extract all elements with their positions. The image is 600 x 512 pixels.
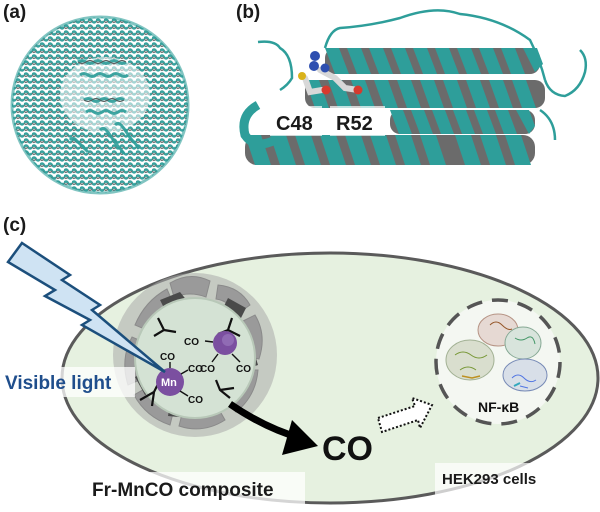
ferritin-nanocage: CO CO CO Mn CO CO CO — [113, 273, 277, 437]
composite-label: Fr-MnCO composite — [92, 480, 274, 501]
residue-sticks — [298, 51, 363, 96]
signal-arrow-icon — [376, 396, 434, 434]
released-co-label: CO — [322, 430, 373, 468]
co-ligand: CO — [160, 352, 175, 363]
co-ligand: CO — [188, 364, 203, 375]
panel-b-label: (b) — [236, 2, 261, 23]
helix-bundle-illustration: C48 R52 — [239, 9, 588, 165]
co-ligand: CO — [200, 364, 215, 375]
co-ligand: CO — [236, 364, 251, 375]
co-release-scheme: CO CO CO Mn CO CO CO Visible light CO — [0, 241, 600, 506]
nfkb-label: NF-κB — [478, 399, 519, 415]
panel-a-label: (a) — [3, 2, 27, 23]
mn-atom-lower — [156, 368, 184, 396]
co-ligand: CO — [188, 395, 203, 406]
nfkb-protein-structure — [445, 313, 548, 392]
panel-c-label: (c) — [3, 215, 27, 236]
residue-label-c48: C48 — [276, 113, 313, 135]
hek293-cells-label: HEK293 cells — [442, 471, 536, 488]
co-ligand: CO — [184, 337, 199, 348]
residue-label-r52: R52 — [336, 113, 373, 135]
visible-light-label: Visible light — [5, 373, 112, 394]
mn-label: Mn — [161, 377, 177, 389]
lightning-bolt-icon — [6, 241, 166, 374]
ferritin-cage-illustration — [10, 15, 190, 195]
